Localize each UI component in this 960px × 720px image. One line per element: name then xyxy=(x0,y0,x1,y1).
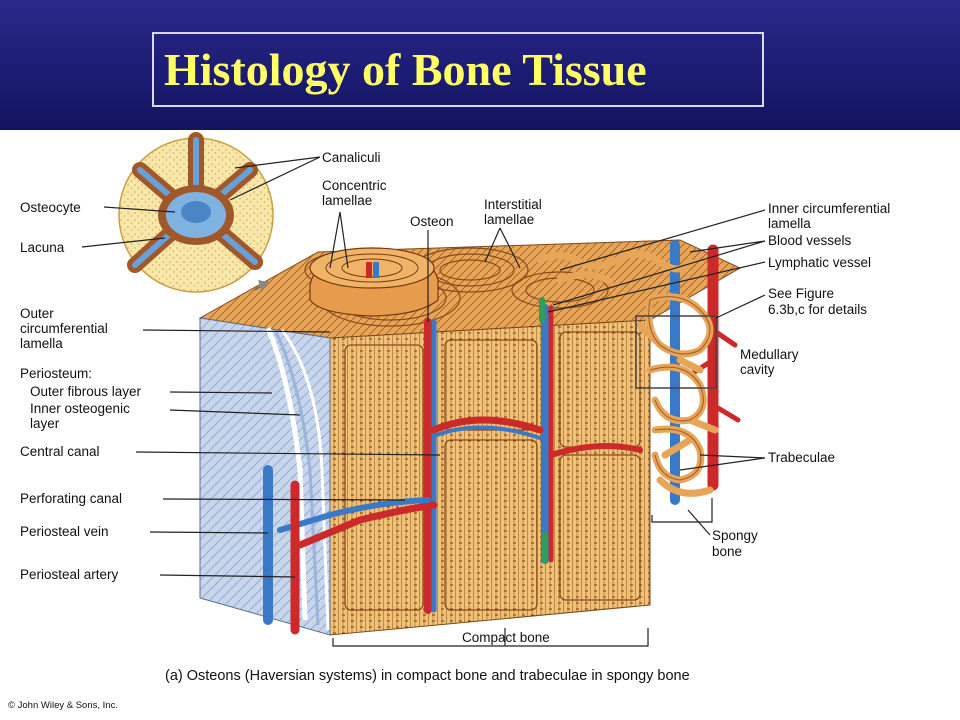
compact-bone-front-face xyxy=(329,319,651,636)
label-osteocyte: Osteocyte xyxy=(20,200,81,215)
label-inner-circumferential-1: Inner circumferential xyxy=(768,201,890,216)
label-trabeculae: Trabeculae xyxy=(768,450,835,465)
copyright-notice: © John Wiley & Sons, Inc. xyxy=(8,700,118,711)
label-canaliculi: Canaliculi xyxy=(322,150,381,165)
label-inner-osteogenic-2: layer xyxy=(30,416,60,431)
blood-vessels-group xyxy=(263,240,741,635)
label-inner-osteogenic-1: Inner osteogenic xyxy=(30,401,130,416)
label-see-figure-2: 6.3b,c for details xyxy=(768,302,867,317)
label-periosteal-vein: Periosteal vein xyxy=(20,524,109,539)
label-spongy-bone-2: bone xyxy=(712,544,742,559)
label-concentric-lamellae-1: Concentric xyxy=(322,178,387,193)
figure-caption: (a) Osteons (Haversian systems) in compa… xyxy=(165,668,690,684)
label-interstitial-lamellae-2: lamellae xyxy=(484,212,534,227)
label-outer-circumferential-3: lamella xyxy=(20,336,63,351)
label-outer-circumferential-2: circumferential xyxy=(20,321,108,336)
detail-box xyxy=(635,315,717,389)
slide-title: Histology of Bone Tissue xyxy=(164,44,647,95)
bone-top-face xyxy=(198,239,742,339)
label-periosteal-artery: Periosteal artery xyxy=(20,567,119,582)
label-outer-circumferential-1: Outer xyxy=(20,306,54,321)
labels: Canaliculi Concentric lamellae Osteocyte… xyxy=(8,150,890,711)
label-lacuna: Lacuna xyxy=(20,240,65,255)
label-interstitial-lamellae-1: Interstitial xyxy=(484,197,542,212)
label-periosteum: Periosteum: xyxy=(20,366,92,381)
label-compact-bone: Compact bone xyxy=(462,630,550,645)
label-lymphatic-vessel: Lymphatic vessel xyxy=(768,255,871,270)
label-see-figure-1: See Figure xyxy=(768,286,834,301)
label-outer-fibrous-layer: Outer fibrous layer xyxy=(30,384,142,399)
label-inner-circumferential-2: lamella xyxy=(768,216,811,231)
label-concentric-lamellae-2: lamellae xyxy=(322,193,372,208)
bone-block xyxy=(198,239,742,636)
bone-histology-diagram: Canaliculi Concentric lamellae Osteocyte… xyxy=(8,132,890,711)
label-spongy-bone-1: Spongy xyxy=(712,528,758,543)
title-box: Histology of Bone Tissue xyxy=(152,32,764,107)
title-banner: Histology of Bone Tissue xyxy=(0,0,960,130)
label-medullary-cavity-1: Medullary xyxy=(740,347,799,362)
label-perforating-canal: Perforating canal xyxy=(20,491,122,506)
label-medullary-cavity-2: cavity xyxy=(740,362,775,377)
osteocyte-inset xyxy=(118,132,274,293)
label-blood-vessels: Blood vessels xyxy=(768,233,852,248)
label-central-canal: Central canal xyxy=(20,444,100,459)
label-osteon: Osteon xyxy=(410,214,454,229)
